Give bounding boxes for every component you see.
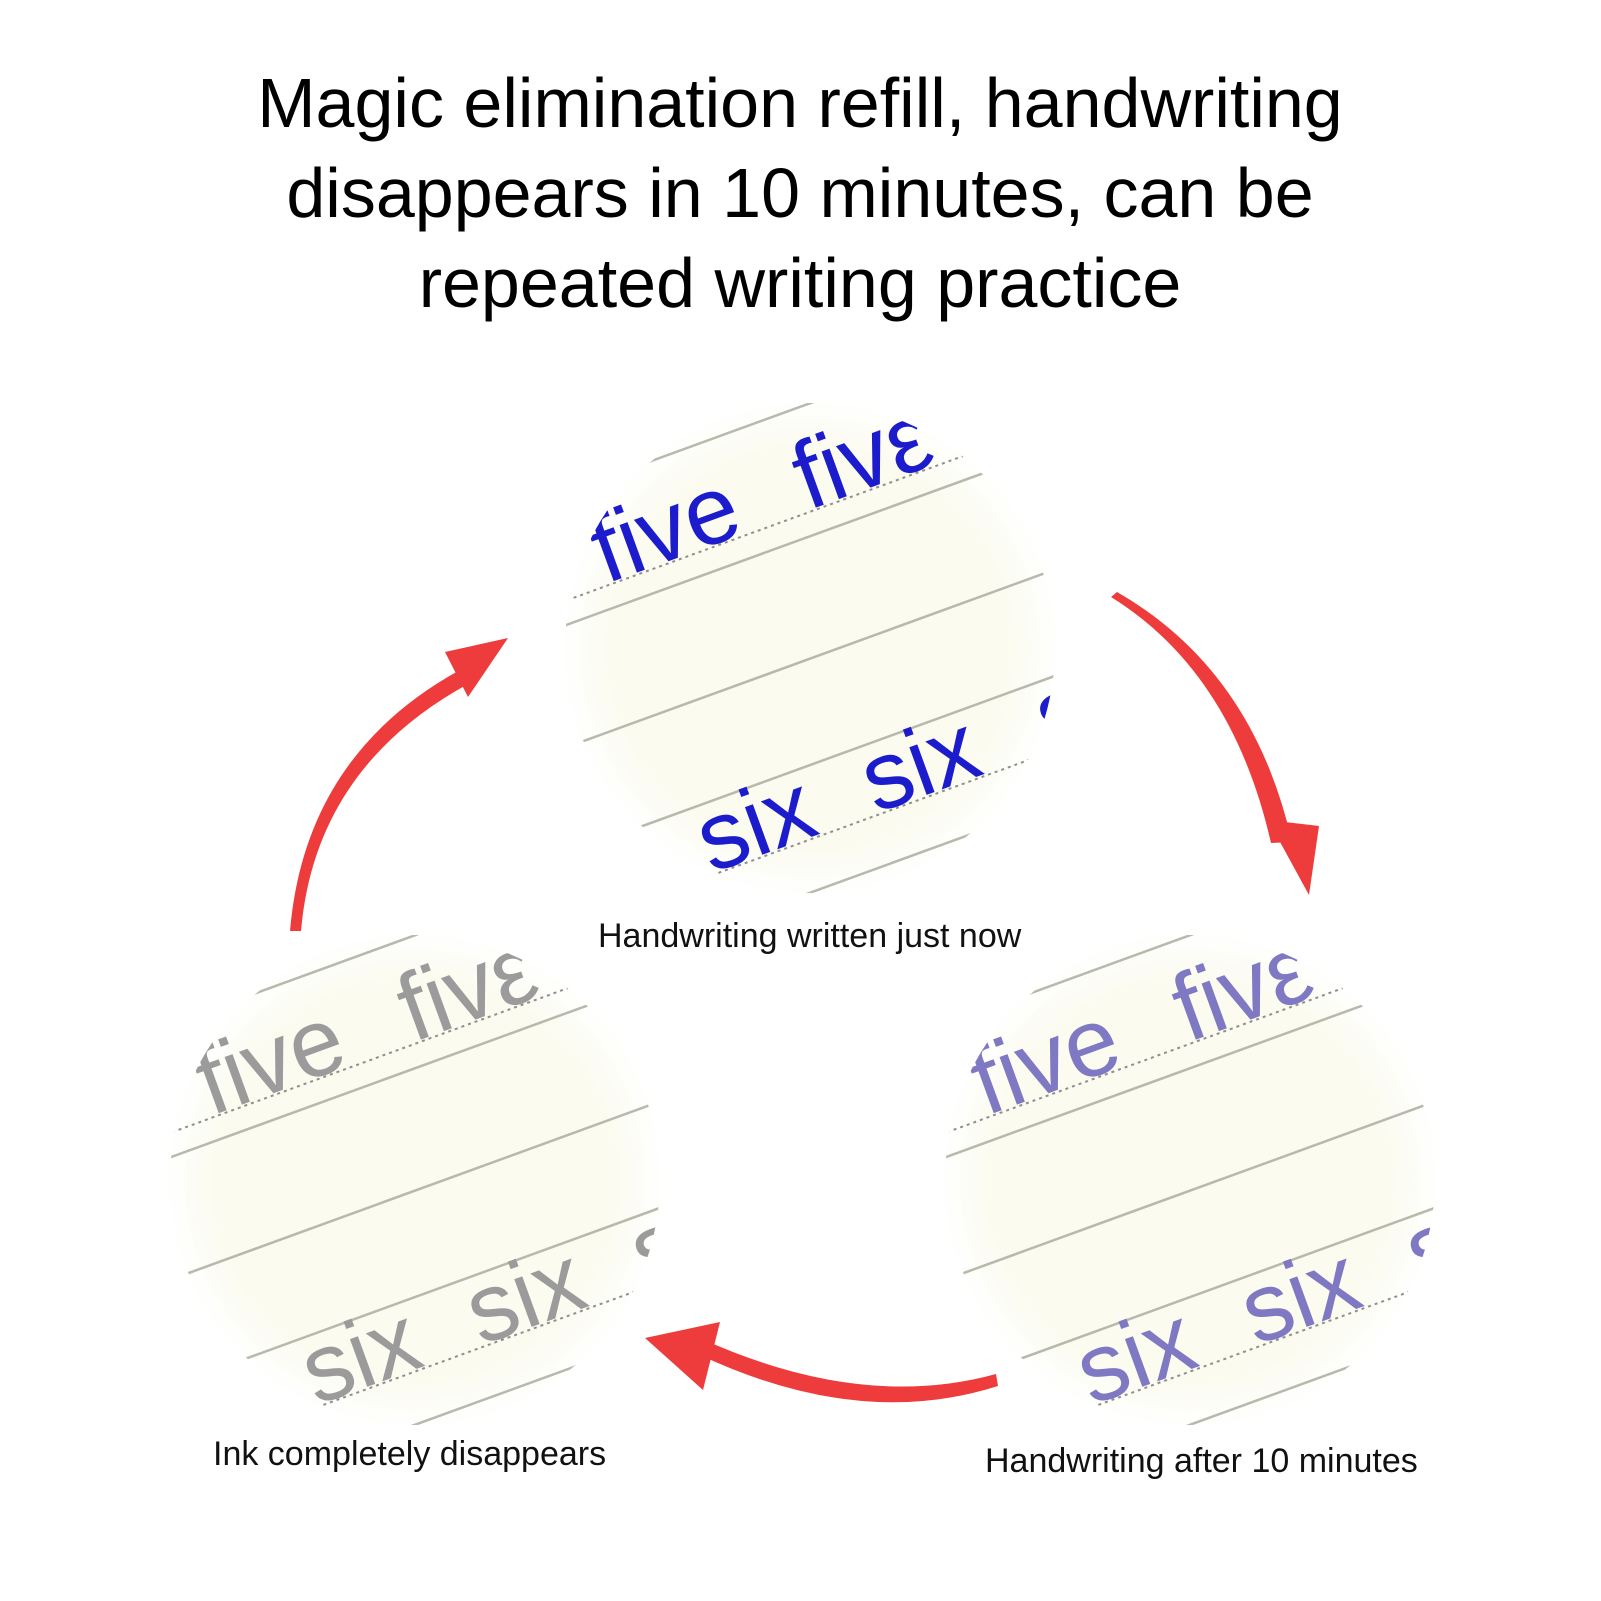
paper-background xyxy=(165,930,665,1430)
cycle-arrows xyxy=(290,592,1319,1403)
paper-background xyxy=(560,398,1060,898)
arrow-fresh-to-after-head-icon xyxy=(1268,820,1319,895)
dotted-guide-lines xyxy=(565,403,1055,893)
caption-handwriting-after-10-minutes: Handwriting after 10 minutes xyxy=(985,1442,1418,1480)
fresh-handwriting-circle: e five fivε six six s xyxy=(454,398,1060,898)
faded-handwriting-circle: e five fivε six six si\ xyxy=(834,930,1440,1430)
word-e-fragment: e xyxy=(454,529,541,648)
arrow-fresh-to-after-icon xyxy=(1111,592,1292,843)
arrow-after-to-gone-icon xyxy=(700,1339,998,1403)
word-e-fragment: e xyxy=(834,1061,921,1180)
arrow-after-to-gone-head-icon xyxy=(645,1322,720,1390)
headline-line-2: disappears in 10 minutes, can be xyxy=(286,154,1314,232)
dotted-guide-lines xyxy=(170,935,660,1425)
caption-handwriting-written-just-now: Handwriting written just now xyxy=(598,917,1022,955)
word-e-fragment: e xyxy=(59,1061,146,1180)
arrow-gone-to-fresh-head-icon xyxy=(445,638,508,697)
paper-background xyxy=(940,930,1440,1430)
erased-handwriting-circle: e five fivε six six si\ xyxy=(59,930,665,1430)
caption-ink-completely-disappears: Ink completely disappears xyxy=(213,1435,607,1473)
headline: Magic elimination refill, handwriting di… xyxy=(100,58,1500,328)
dotted-guide-lines xyxy=(945,935,1435,1425)
headline-line-3: repeated writing practice xyxy=(418,244,1182,322)
headline-line-1: Magic elimination refill, handwriting xyxy=(257,64,1343,142)
arrow-gone-to-fresh-icon xyxy=(290,670,468,931)
